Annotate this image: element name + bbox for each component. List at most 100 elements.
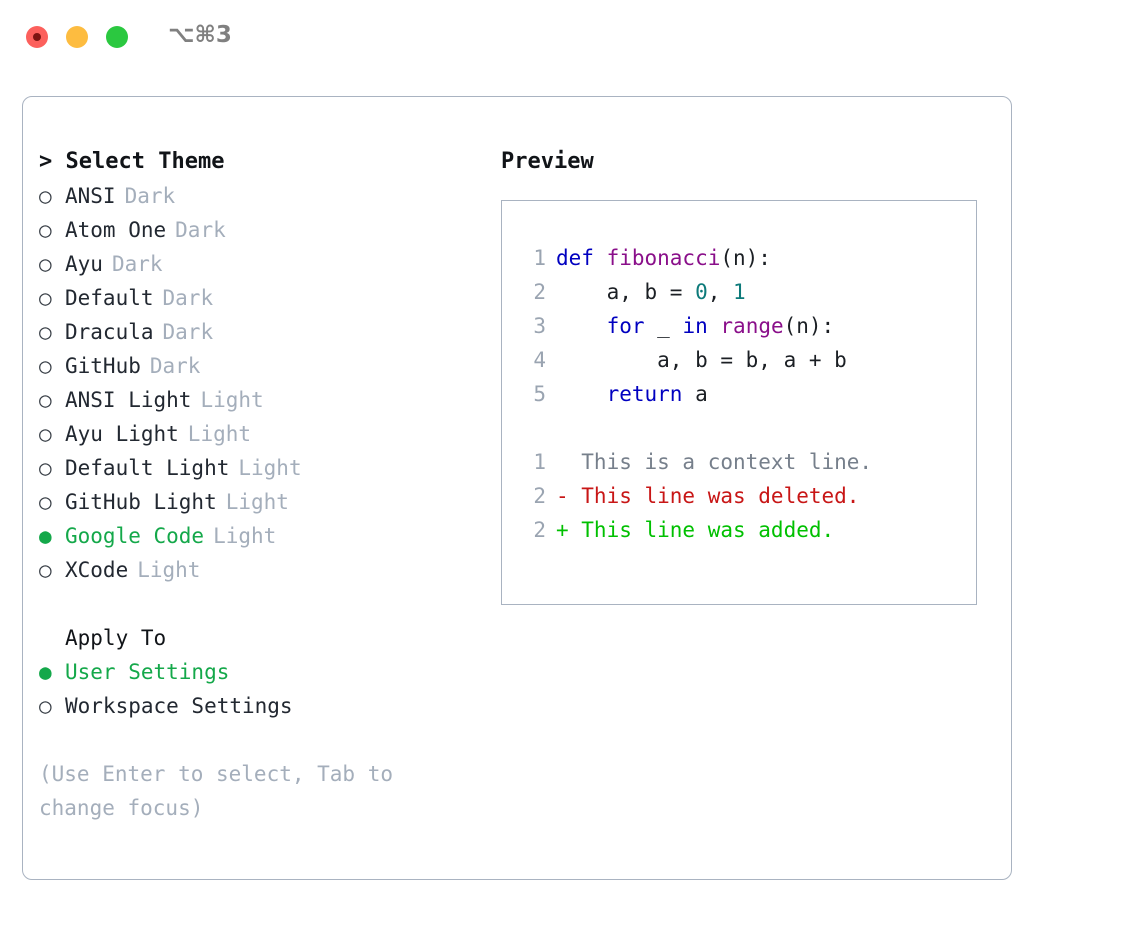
radio-unselected-icon[interactable]: ○ [39, 184, 52, 208]
theme-category-tag: Dark [149, 354, 201, 378]
theme-option-label: GitHub [65, 354, 141, 378]
radio-selected-icon[interactable]: ● [39, 660, 52, 684]
radio-unselected-icon[interactable]: ○ [39, 456, 52, 480]
page-title: Select Theme [65, 149, 225, 174]
theme-category-tag: Dark [175, 218, 226, 242]
code-line: 3 for _ in range(n): [520, 309, 976, 343]
code-token-kw: in [682, 314, 708, 338]
radio-unselected-icon[interactable]: ○ [39, 286, 52, 310]
theme-option-ansi[interactable]: ○ ANSI Dark [39, 179, 479, 213]
code-token-fn: fibonacci [606, 246, 721, 270]
radio-selected-icon[interactable]: ● [39, 524, 52, 548]
zoom-button[interactable] [106, 26, 128, 48]
minimize-button[interactable] [66, 26, 88, 48]
radio-unselected-icon[interactable]: ○ [39, 354, 52, 378]
code-line-number: 1 [533, 246, 546, 270]
keyboard-hint: (Use Enter to select, Tab to change focu… [39, 762, 406, 820]
title-bar: ⌥⌘3 [0, 0, 1140, 76]
diff-line-text: - This line was deleted. [556, 484, 860, 508]
code-line-number: 3 [533, 314, 546, 338]
code-token-plain [708, 314, 721, 338]
code-line: 1 def fibonacci(n): [520, 241, 976, 275]
code-token-fn: range [720, 314, 784, 338]
code-line-number: 5 [533, 382, 546, 406]
code-line-text: for _ in range(n): [556, 309, 835, 343]
theme-option-atom-one[interactable]: ○ Atom One Dark [39, 213, 479, 247]
theme-option-dracula[interactable]: ○ Dracula Dark [39, 315, 479, 349]
theme-category-tag: Dark [162, 320, 214, 344]
diff-line-context: 1 This is a context line. [520, 445, 976, 479]
code-token-plain: a, b = b, a + b [556, 348, 847, 372]
theme-option-label: Atom One [65, 218, 167, 242]
radio-unselected-icon[interactable]: ○ [39, 694, 52, 718]
radio-unselected-icon[interactable]: ○ [39, 422, 52, 446]
code-token-num: 0 [695, 280, 708, 304]
apply-to-option-label: Workspace Settings [65, 694, 293, 718]
traffic-light-buttons [26, 26, 128, 48]
apply-to-option-workspace-settings[interactable]: ○ Workspace Settings [39, 689, 479, 723]
theme-option-xcode[interactable]: ○ XCode Light [39, 553, 479, 587]
diff-line-number: 2 [533, 484, 546, 508]
theme-option-label: XCode [65, 558, 129, 582]
theme-category-tag: Dark [111, 252, 163, 276]
diff-line-text: + This line was added. [556, 518, 835, 542]
theme-category-tag: Dark [162, 286, 214, 310]
code-token-plain [556, 382, 607, 406]
code-token-plain: a [682, 382, 708, 406]
theme-category-tag: Light [238, 456, 302, 480]
code-line-text: return a [556, 377, 708, 411]
code-token-plain: a, b = [556, 280, 696, 304]
code-line-number: 4 [533, 348, 546, 372]
code-token-plain: (n): [720, 246, 771, 270]
code-token-plain: , [707, 280, 734, 304]
radio-unselected-icon[interactable]: ○ [39, 218, 52, 242]
apply-to-heading: Apply To [65, 626, 167, 650]
select-theme-heading: > Select Theme [39, 145, 479, 179]
code-line: 4 a, b = b, a + b [520, 343, 976, 377]
code-token-kw: def [556, 246, 607, 270]
keyboard-shortcut-label: ⌥⌘3 [168, 22, 232, 48]
theme-option-label: Dracula [65, 320, 154, 344]
apply-to-option-user-settings[interactable]: ● User Settings [39, 655, 479, 689]
code-line-number: 2 [533, 280, 546, 304]
code-line-text: def fibonacci(n): [556, 241, 771, 275]
code-line-text: a, b = 0, 1 [556, 275, 746, 309]
radio-unselected-icon[interactable]: ○ [39, 320, 52, 344]
theme-category-tag: Light [137, 558, 201, 582]
list-spacer [39, 587, 479, 621]
theme-option-label: Google Code [65, 524, 205, 548]
code-line: 2 a, b = 0, 1 [520, 275, 976, 309]
theme-option-github[interactable]: ○ GitHub Dark [39, 349, 479, 383]
theme-option-label: ANSI [65, 184, 116, 208]
apply-to-option-label: User Settings [65, 660, 230, 684]
diff-line-number: 1 [533, 450, 546, 474]
code-token-plain: (n): [783, 314, 835, 338]
theme-category-tag: Light [200, 388, 264, 412]
diff-sample: 1 This is a context line. 2 - This line wa… [520, 445, 976, 547]
code-token-plain [556, 314, 607, 338]
close-button[interactable] [26, 26, 48, 48]
prompt-caret: > [39, 149, 66, 174]
theme-option-ansi-light[interactable]: ○ ANSI Light Light [39, 383, 479, 417]
radio-unselected-icon[interactable]: ○ [39, 252, 52, 276]
code-token-plain: _ [644, 314, 683, 338]
theme-option-label: ANSI Light [65, 388, 192, 412]
radio-unselected-icon[interactable]: ○ [39, 558, 52, 582]
diff-line-text: This is a context line. [556, 450, 873, 474]
theme-category-tag: Dark [124, 184, 176, 208]
radio-unselected-icon[interactable]: ○ [39, 388, 52, 412]
radio-unselected-icon[interactable]: ○ [39, 490, 52, 514]
